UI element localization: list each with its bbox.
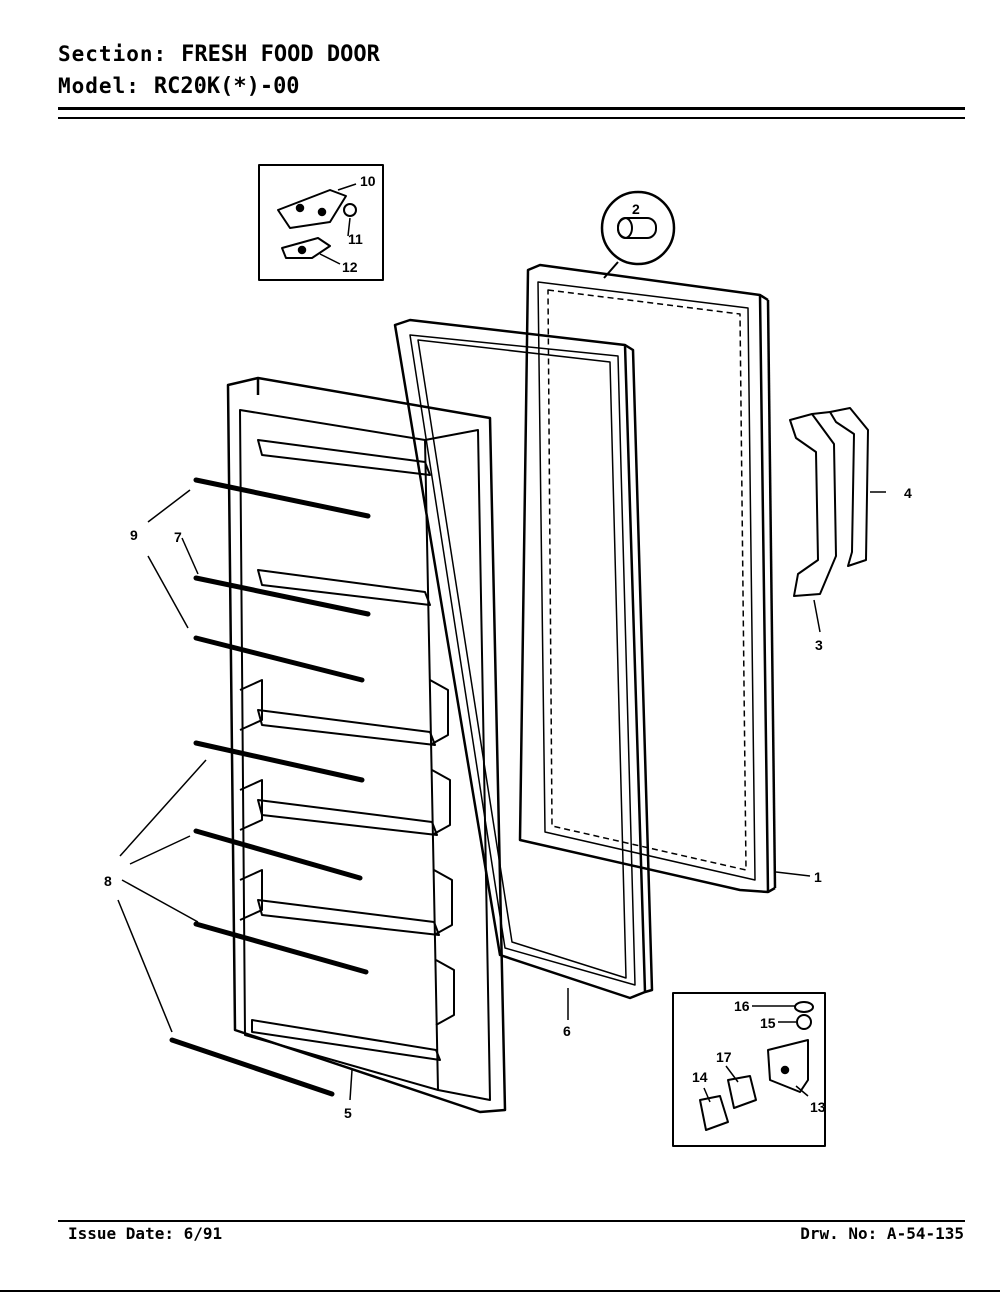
header-rule-top (58, 107, 965, 110)
callout-labels: 1 2 3 4 5 6 7 8 9 10 11 12 13 14 15 16 1… (104, 173, 912, 1121)
callout-17: 17 (716, 1049, 732, 1065)
callout-15: 15 (760, 1015, 776, 1031)
callout-5: 5 (344, 1105, 352, 1121)
section-value: FRESH FOOD DOOR (181, 42, 380, 67)
section-label: Section: (58, 42, 168, 66)
callout-4: 4 (904, 485, 912, 501)
part-5-inner-liner (226, 376, 507, 1114)
callout-7: 7 (174, 529, 182, 545)
part-2-plug (600, 190, 676, 279)
callout-14: 14 (692, 1069, 708, 1085)
inset-top-hinge (258, 164, 384, 281)
callout-8: 8 (104, 873, 112, 889)
model-value: RC20K(*)-00 (153, 74, 300, 99)
model-header: Model: RC20K(*)-00 (58, 74, 300, 99)
drawing-number: Drw. No: A-54-135 (800, 1224, 964, 1243)
callout-1: 1 (814, 869, 822, 885)
inset-bottom-hinge (672, 992, 826, 1147)
footer-rule (58, 1220, 965, 1222)
part-3-4-handle (789, 407, 869, 597)
callout-13: 13 (810, 1099, 826, 1115)
section-header: Section: FRESH FOOD DOOR (58, 42, 380, 67)
callout-2: 2 (632, 201, 640, 217)
callout-9: 9 (130, 527, 138, 543)
callout-3: 3 (815, 637, 823, 653)
callout-6: 6 (563, 1023, 571, 1039)
part-1-outer-door (518, 263, 777, 894)
callout-11: 11 (348, 231, 363, 247)
part-6-gasket (393, 318, 654, 1000)
page-bottom-rule (0, 1290, 1000, 1292)
model-label: Model: (58, 74, 140, 98)
leader-lines (117, 489, 886, 1103)
door-bars (169, 477, 371, 1097)
callout-10: 10 (360, 173, 376, 189)
callout-16: 16 (734, 998, 750, 1014)
issue-date: Issue Date: 6/91 (68, 1224, 223, 1243)
callout-12: 12 (342, 259, 358, 275)
header-rule-bottom (58, 117, 965, 119)
